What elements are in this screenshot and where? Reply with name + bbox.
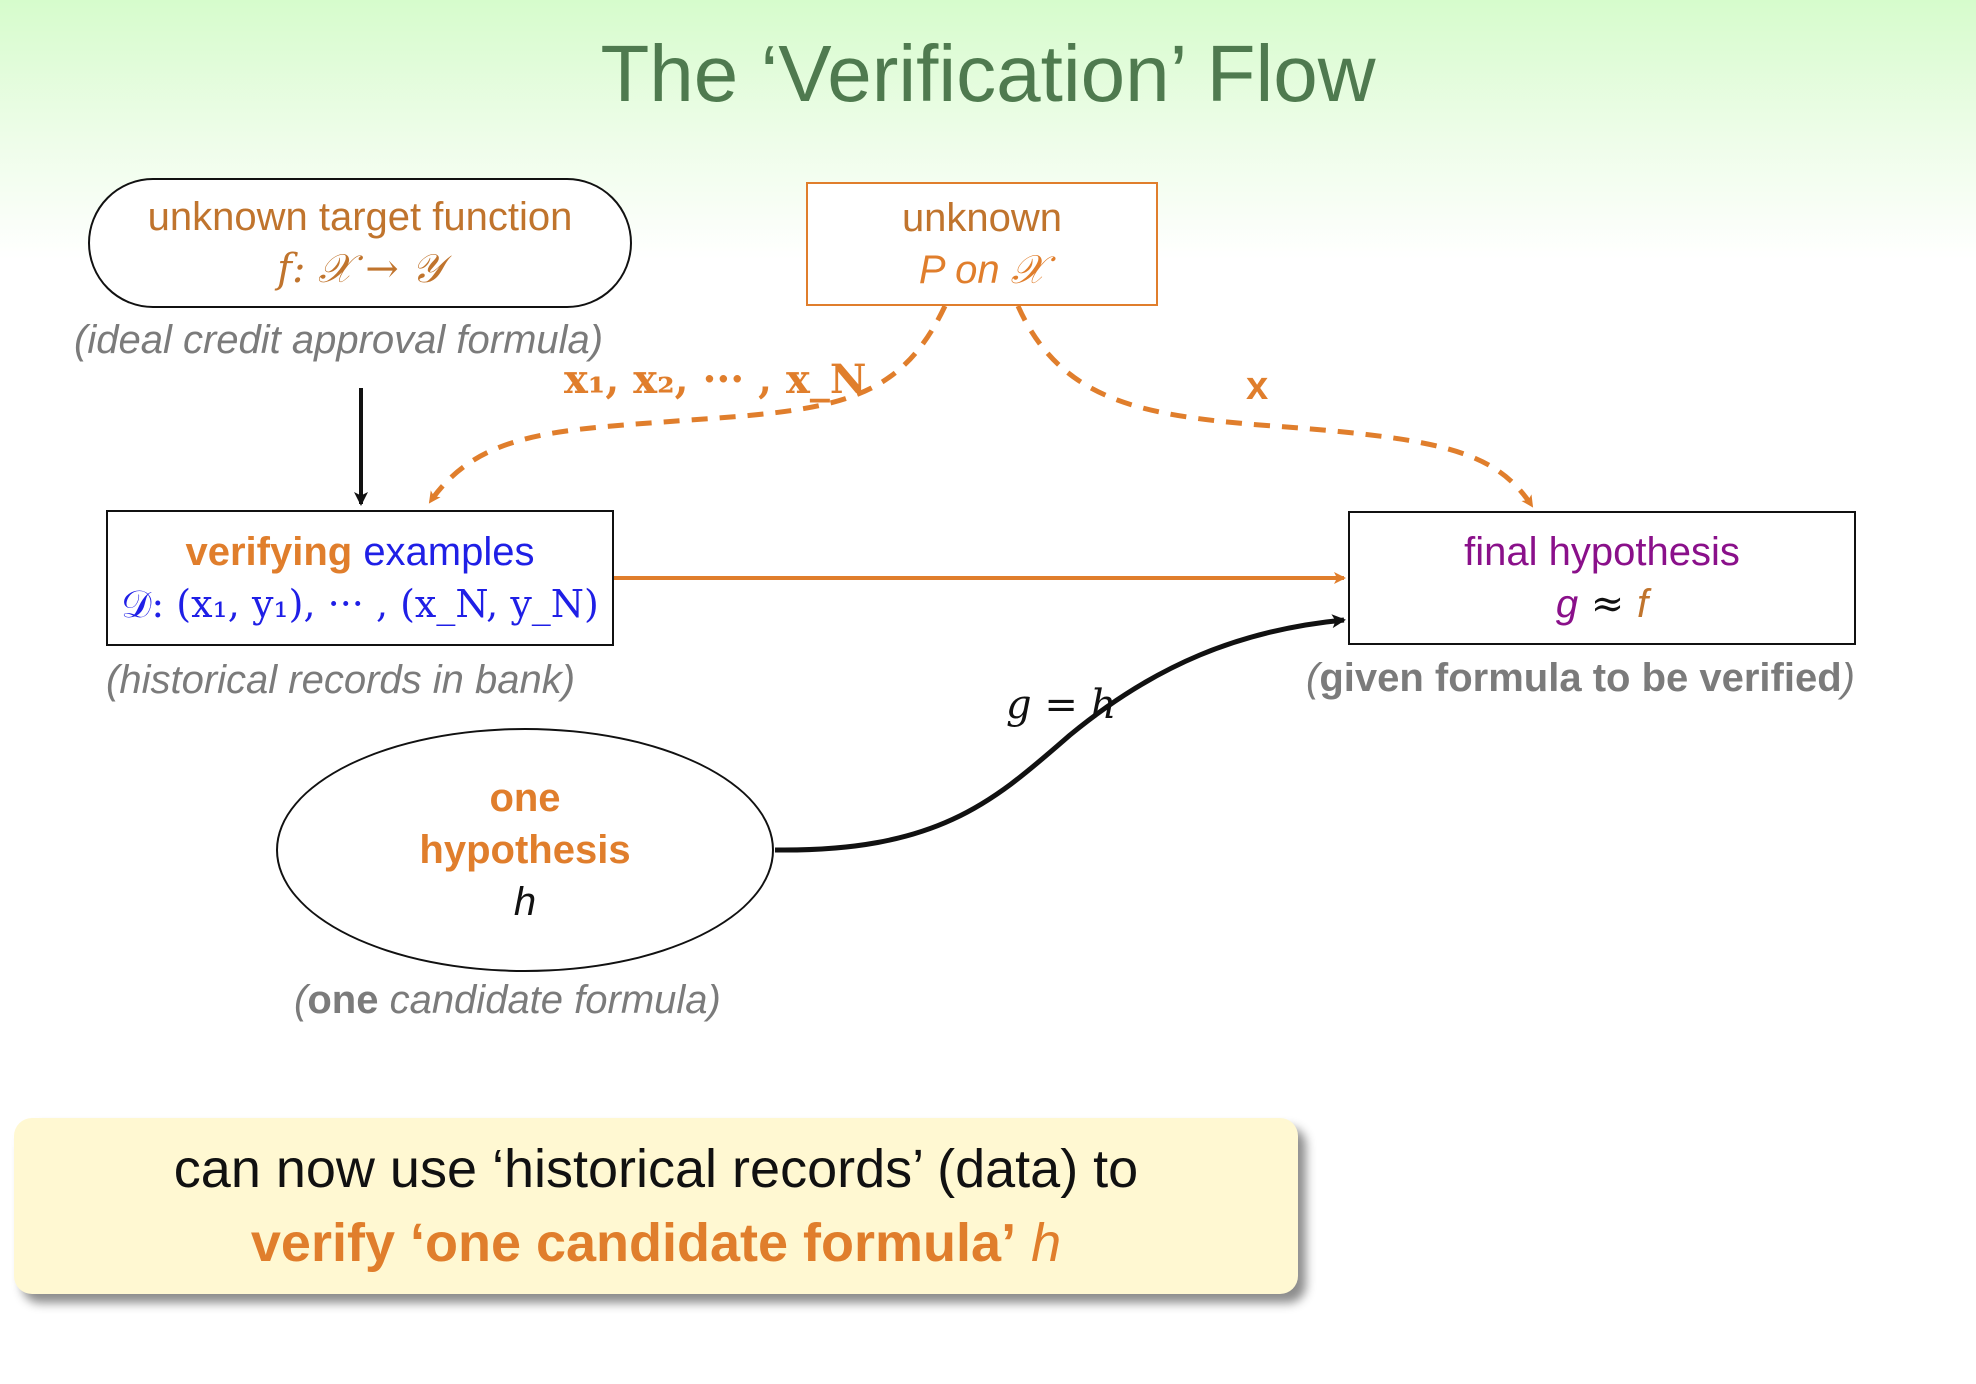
final-caption-open: ( [1306, 656, 1320, 700]
edge-hypothesis-to-final [774, 614, 1346, 853]
target-function-title: unknown target function [147, 195, 573, 239]
callout-line2-h: h [1016, 1213, 1062, 1273]
one-hypothesis-line1: one [489, 776, 561, 820]
hypothesis-caption-bold: one [307, 978, 379, 1022]
final-hypothesis-caption: (given formula to be verified) [1306, 656, 1855, 701]
one-hypothesis-line2: hypothesis [419, 828, 631, 872]
examples-word: examples [363, 530, 535, 574]
final-hypothesis-formula: g ≈ f [1556, 578, 1648, 630]
target-function-caption: (ideal credit approval formula) [74, 318, 604, 362]
final-caption-close: ) [1841, 656, 1855, 700]
distribution-formula: P on 𝒳 [918, 248, 1046, 292]
hypothesis-caption-rest: candidate formula) [378, 978, 721, 1022]
examples-caption: (historical records in bank) [106, 658, 576, 702]
examples-dataset-formula: 𝒟: (x₁, y₁), ··· , (x_N, y_N) [121, 582, 599, 626]
final-g: g [1555, 582, 1579, 626]
one-hypothesis-caption: (one candidate formula) [294, 978, 721, 1023]
callout-line2-bold: verify ‘one candidate formula’ [250, 1213, 1017, 1273]
final-caption-bold: given formula to be verified [1319, 656, 1842, 700]
conclusion-callout: can now use ‘historical records’ (data) … [14, 1118, 1298, 1294]
distribution-title: unknown [901, 196, 1063, 240]
edge-distribution-to-examples [427, 304, 948, 504]
examples-node: verifying examples 𝒟: (x₁, y₁), ··· , (x… [106, 510, 614, 646]
examples-verifying-word: verifying [185, 530, 353, 574]
final-hypothesis-node: final hypothesis g ≈ f [1348, 511, 1856, 645]
edge-distribution-to-final [1015, 304, 1535, 508]
page-title: The ‘Verification’ Flow [600, 29, 1376, 118]
target-function-formula: f: 𝒳 → 𝒴 [277, 246, 443, 292]
one-hypothesis-h: h [513, 880, 537, 924]
final-f: f [1637, 582, 1649, 626]
distribution-node: unknown P on 𝒳 [806, 182, 1158, 306]
callout-line1: can now use ‘historical records’ (data) … [173, 1139, 1139, 1199]
edge-label-g-equals-h: g = h [1006, 682, 1117, 728]
edge-label-x: x [1246, 364, 1269, 408]
final-hypothesis-title: final hypothesis [1464, 530, 1740, 574]
target-function-node: unknown target function f: 𝒳 → 𝒴 [88, 178, 632, 308]
edge-label-samples: x₁, x₂, ··· , x_N [564, 356, 867, 403]
hypothesis-caption-open: ( [294, 978, 308, 1022]
final-approx: ≈ [1578, 581, 1638, 627]
one-hypothesis-node: one hypothesis h [276, 728, 774, 972]
